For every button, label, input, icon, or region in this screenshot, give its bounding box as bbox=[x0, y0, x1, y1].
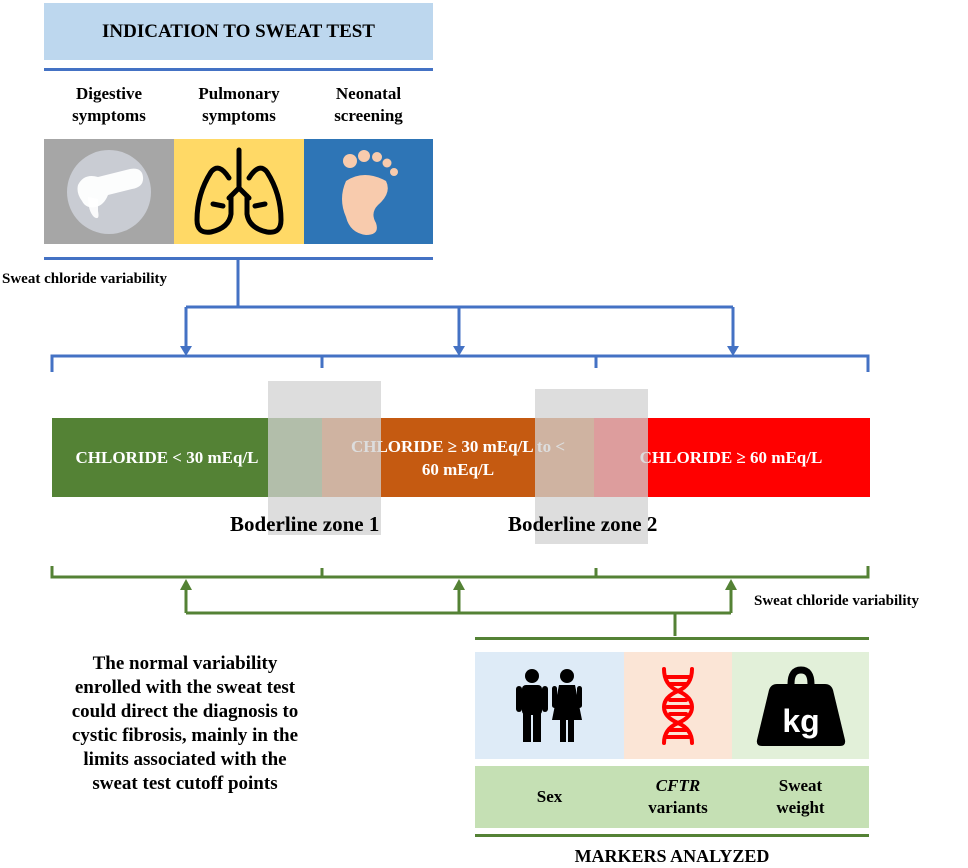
borderline-zone-1-label: Boderline zone 1 bbox=[230, 512, 380, 536]
chloride-range-high-label: CHLORIDE ≥ 60 mEq/L bbox=[639, 448, 823, 467]
marker-label-line2: variants bbox=[648, 798, 708, 817]
borderline-zone-2-box bbox=[535, 389, 648, 544]
tiles-divider bbox=[44, 257, 433, 260]
blue-connector bbox=[50, 259, 870, 372]
marker-label-line2: weight bbox=[776, 798, 825, 817]
indication-label-line1: Pulmonary bbox=[198, 84, 280, 103]
borderline-zone-1-box bbox=[268, 381, 381, 535]
marker-labels-row bbox=[475, 766, 869, 828]
digestive-tile bbox=[44, 139, 174, 244]
marker-label-sex: Sex bbox=[475, 766, 624, 828]
summary-text: The normal variability enrolled with the… bbox=[20, 652, 350, 796]
indication-label-line1: Digestive bbox=[75, 84, 143, 103]
summary-line: could direct the diagnosis to bbox=[71, 701, 299, 722]
weight-icon: kg bbox=[756, 665, 845, 746]
marker-weight-tile: kg bbox=[732, 652, 869, 759]
summary-line: The normal variability bbox=[92, 653, 278, 674]
chloride-range-mid-line2: 60 mEq/L bbox=[421, 459, 495, 479]
indication-label-line2: symptoms bbox=[202, 106, 276, 125]
chloride-range-low-label: CHLORIDE < 30 mEq/L bbox=[75, 448, 259, 467]
people-icon bbox=[515, 668, 582, 742]
markers-bottom-divider bbox=[475, 834, 869, 837]
indication-label-digestive: Digestive symptoms bbox=[44, 83, 174, 127]
markers-title: MARKERS ANALYZED bbox=[574, 846, 770, 866]
indication-label-line2: symptoms bbox=[72, 106, 146, 125]
marker-label-line1: Sweat bbox=[778, 776, 823, 795]
top-divider bbox=[44, 68, 433, 71]
pulmonary-tile bbox=[174, 139, 304, 244]
neonatal-tile bbox=[304, 139, 433, 244]
indication-label-pulmonary: Pulmonary symptoms bbox=[174, 83, 304, 127]
summary-line: cystic fibrosis, mainly in the bbox=[71, 725, 299, 746]
weight-icon-kg-text: kg bbox=[782, 703, 819, 739]
foot-icon bbox=[341, 149, 398, 235]
pancreas-icon bbox=[67, 149, 151, 234]
summary-line: limits associated with the bbox=[83, 749, 287, 770]
marker-label-line1: CFTR bbox=[655, 776, 701, 795]
dna-icon bbox=[661, 666, 695, 745]
marker-label-line1: Sex bbox=[536, 787, 563, 806]
borderline-zone-2-label: Boderline zone 2 bbox=[508, 512, 658, 536]
summary-line: sweat test cutoff points bbox=[92, 773, 278, 794]
marker-label-weight: Sweat weight bbox=[732, 766, 869, 828]
variability-label-bottom: Sweat chloride variability bbox=[754, 593, 919, 609]
markers-top-divider bbox=[475, 637, 869, 640]
indication-title: INDICATION TO SWEAT TEST bbox=[44, 3, 433, 60]
indication-label-line1: Neonatal bbox=[335, 84, 402, 103]
marker-label-cftr: CFTR variants bbox=[624, 766, 732, 828]
indication-label-line2: screening bbox=[334, 106, 403, 125]
lungs-icon bbox=[194, 147, 284, 235]
indication-label-neonatal: Neonatal screening bbox=[304, 83, 433, 127]
chloride-range-mid-label: CHLORIDE ≥ 30 mEq/L to < 60 mEq/L bbox=[351, 435, 565, 481]
chloride-range-mid-line1: CHLORIDE ≥ 30 mEq/L to < bbox=[350, 436, 566, 456]
summary-line: enrolled with the sweat test bbox=[74, 677, 296, 698]
variability-label-top: Sweat chloride variability bbox=[2, 271, 167, 287]
green-connector bbox=[50, 566, 870, 636]
marker-sex-tile bbox=[475, 652, 624, 759]
marker-cftr-tile bbox=[624, 652, 732, 759]
